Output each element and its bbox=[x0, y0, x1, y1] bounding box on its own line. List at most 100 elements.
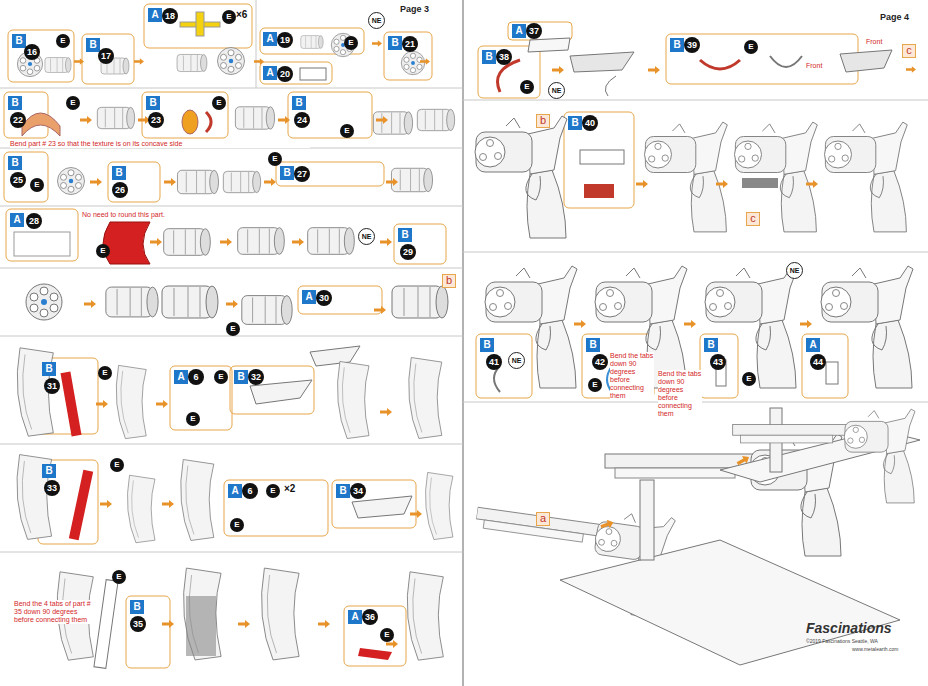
section-marker: b bbox=[536, 114, 550, 128]
sheet-letter: A bbox=[228, 484, 242, 498]
part-number: 21 bbox=[402, 36, 418, 52]
section-marker: c bbox=[902, 44, 916, 58]
sheet-letter: B bbox=[42, 464, 56, 478]
part-number: 16 bbox=[24, 44, 40, 60]
part-number: 33 bbox=[44, 480, 60, 496]
sheet-letter: B bbox=[8, 96, 22, 110]
front-label: Front bbox=[866, 38, 882, 45]
part-number: 29 bbox=[400, 244, 416, 260]
note-text: Bend the tabs down 90 degrees before con… bbox=[658, 370, 702, 418]
tool-callout: E bbox=[520, 80, 534, 94]
tool-callout: NE bbox=[786, 262, 803, 279]
sheet-letter: B bbox=[388, 36, 402, 50]
sheet-letter: B bbox=[12, 34, 26, 48]
part-number: 41 bbox=[486, 354, 502, 370]
tool-callout: E bbox=[66, 96, 80, 110]
sheet-letter: A bbox=[806, 338, 820, 352]
part-number: 6 bbox=[188, 369, 204, 385]
note-text: Bend the tabs down 90 degrees before con… bbox=[610, 352, 654, 400]
part-number: 38 bbox=[496, 49, 512, 65]
part-number: 18 bbox=[162, 8, 178, 24]
sheet-letter: A bbox=[512, 24, 526, 38]
sheet-letter: A bbox=[348, 610, 362, 624]
sheet-letter: B bbox=[482, 50, 496, 64]
note-text: No need to round this part. bbox=[82, 211, 212, 219]
tool-callout: E bbox=[222, 10, 236, 24]
sheet-letter: B bbox=[280, 166, 294, 180]
note-text: Bend the 4 tabs of part # 35 down 90 deg… bbox=[14, 600, 92, 624]
part-number: 43 bbox=[710, 354, 726, 370]
tool-callout: E bbox=[110, 458, 124, 472]
brand-name: Fascinations bbox=[806, 620, 892, 636]
tool-callout: E bbox=[268, 152, 282, 166]
sheet-letter: A bbox=[148, 8, 162, 22]
tool-callout: E bbox=[30, 178, 44, 192]
note-text: Bend part # 23 so that the texture is on… bbox=[10, 140, 310, 148]
sheet-letter: A bbox=[174, 370, 188, 384]
part-number: 27 bbox=[294, 166, 310, 182]
part-number: 25 bbox=[10, 172, 26, 188]
part-number: 31 bbox=[44, 378, 60, 394]
page-number: Page 4 bbox=[880, 12, 909, 22]
part-number: 39 bbox=[684, 37, 700, 53]
part-number: 37 bbox=[526, 23, 542, 39]
part-number: 35 bbox=[130, 616, 146, 632]
sheet-letter: A bbox=[302, 290, 316, 304]
tool-callout: E bbox=[214, 370, 228, 384]
tool-callout: E bbox=[112, 570, 126, 584]
tool-callout: E bbox=[212, 96, 226, 110]
tool-callout: NE bbox=[548, 82, 565, 99]
sheet-letter: B bbox=[480, 338, 494, 352]
tool-callout: E bbox=[588, 378, 602, 392]
sheet-letter: B bbox=[234, 370, 248, 384]
part-number: 26 bbox=[112, 182, 128, 198]
sheet-letter: B bbox=[8, 156, 22, 170]
sheet-letter: B bbox=[336, 484, 350, 498]
tool-callout: E bbox=[56, 34, 70, 48]
part-number: 30 bbox=[316, 290, 332, 306]
tool-callout: NE bbox=[358, 228, 375, 245]
part-number: 23 bbox=[148, 112, 164, 128]
tool-callout: E bbox=[186, 412, 200, 426]
sheet-letter: B bbox=[42, 362, 56, 376]
tool-callout: E bbox=[744, 40, 758, 54]
tool-callout: E bbox=[340, 124, 354, 138]
sheet-letter: A bbox=[10, 213, 24, 227]
tool-callout: E bbox=[96, 244, 110, 258]
part-number: 17 bbox=[98, 48, 114, 64]
tool-callout: E bbox=[266, 484, 280, 498]
part-number: 20 bbox=[277, 66, 293, 82]
sheet-letter: B bbox=[86, 38, 100, 52]
sheet-letter: B bbox=[670, 38, 684, 52]
footer-text: www.metalearth.com bbox=[852, 646, 898, 652]
part-number: 22 bbox=[10, 112, 26, 128]
tool-callout: E bbox=[230, 518, 244, 532]
tool-callout: E bbox=[98, 366, 112, 380]
sheet-letter: B bbox=[146, 96, 160, 110]
part-number: 24 bbox=[294, 112, 310, 128]
part-number: 40 bbox=[582, 115, 598, 131]
tool-callout: E bbox=[742, 372, 756, 386]
section-marker: c bbox=[746, 212, 760, 226]
sheet-letter: B bbox=[586, 338, 600, 352]
sheet-letter: B bbox=[112, 166, 126, 180]
page-number: Page 3 bbox=[400, 4, 429, 14]
part-number: 36 bbox=[362, 609, 378, 625]
part-number: 32 bbox=[248, 369, 264, 385]
tool-callout: E bbox=[344, 36, 358, 50]
tool-callout: NE bbox=[368, 12, 385, 29]
part-number: 44 bbox=[810, 354, 826, 370]
sheet-letter: B bbox=[130, 600, 144, 614]
sheet-letter: A bbox=[263, 66, 277, 80]
sheet-letter: B bbox=[704, 338, 718, 352]
part-number: 6 bbox=[242, 483, 258, 499]
sheet-letter: B bbox=[398, 228, 412, 242]
part-number: 28 bbox=[26, 213, 42, 229]
sheet-letter: B bbox=[568, 116, 582, 130]
tool-callout: E bbox=[226, 322, 240, 336]
quantity-label: ×2 bbox=[284, 482, 295, 496]
section-marker: b bbox=[442, 274, 456, 288]
tool-callout: NE bbox=[508, 352, 525, 369]
